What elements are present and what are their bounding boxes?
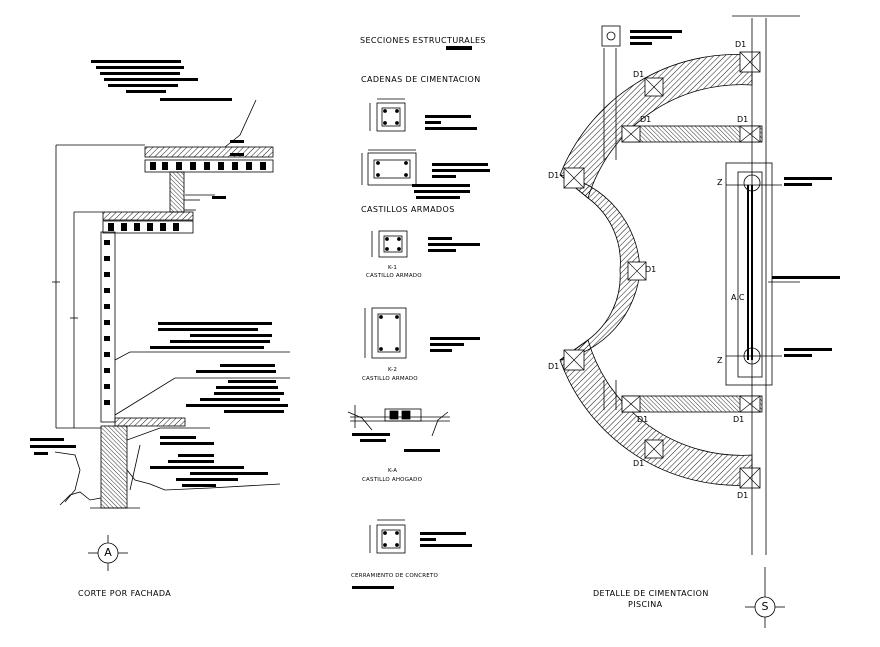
d1-label: D1 bbox=[633, 459, 645, 468]
axis-label-s: S bbox=[761, 600, 769, 613]
axis-marker-s bbox=[745, 567, 785, 628]
d1-label: D1 bbox=[737, 115, 749, 124]
d1-label: D1 bbox=[637, 415, 649, 424]
d1-label: D1 bbox=[733, 415, 745, 424]
d1-label: D1 bbox=[633, 70, 645, 79]
pool-caption-line1: DETALLE DE CIMENTACION bbox=[593, 589, 709, 598]
ka-code: K-A bbox=[388, 468, 398, 474]
k1-name: CASTILLO ARMADO bbox=[366, 273, 422, 279]
pool-annotations bbox=[630, 30, 840, 357]
d1-label: D1 bbox=[548, 362, 560, 371]
d1-label: D1 bbox=[735, 40, 747, 49]
axis-marker-a bbox=[88, 535, 128, 571]
axis-label-a: A bbox=[104, 546, 112, 559]
d1-label: D1 bbox=[645, 265, 657, 274]
ka-name: CASTILLO AHOGADO bbox=[362, 477, 423, 483]
castillos-title: CASTILLOS ARMADOS bbox=[361, 205, 455, 214]
d1-label: D1 bbox=[640, 115, 652, 124]
sections-title: SECCIONES ESTRUCTURALES bbox=[360, 36, 486, 45]
pool-foundation-plan bbox=[559, 15, 800, 555]
section-annotations bbox=[352, 46, 490, 589]
k2-name: CASTILLO ARMADO bbox=[362, 376, 418, 382]
cerramiento-title: CERRAMIENTO DE CONCRETO bbox=[351, 573, 439, 579]
cadenas-title: CADENAS DE CIMENTACION bbox=[361, 75, 481, 84]
ac-label: A.C bbox=[731, 293, 745, 302]
facade-annotations bbox=[30, 60, 288, 487]
k2-code: K-2 bbox=[388, 367, 398, 373]
pool-caption-line2: PISCINA bbox=[628, 600, 663, 609]
k1-code: K-1 bbox=[388, 265, 398, 271]
z-label: Z bbox=[717, 178, 723, 187]
facade-section bbox=[52, 99, 290, 509]
d1-label: D1 bbox=[737, 491, 749, 500]
z-label: Z bbox=[717, 356, 723, 365]
facade-caption: CORTE POR FACHADA bbox=[78, 589, 172, 598]
d1-label: D1 bbox=[548, 171, 560, 180]
structural-sections bbox=[347, 98, 450, 554]
